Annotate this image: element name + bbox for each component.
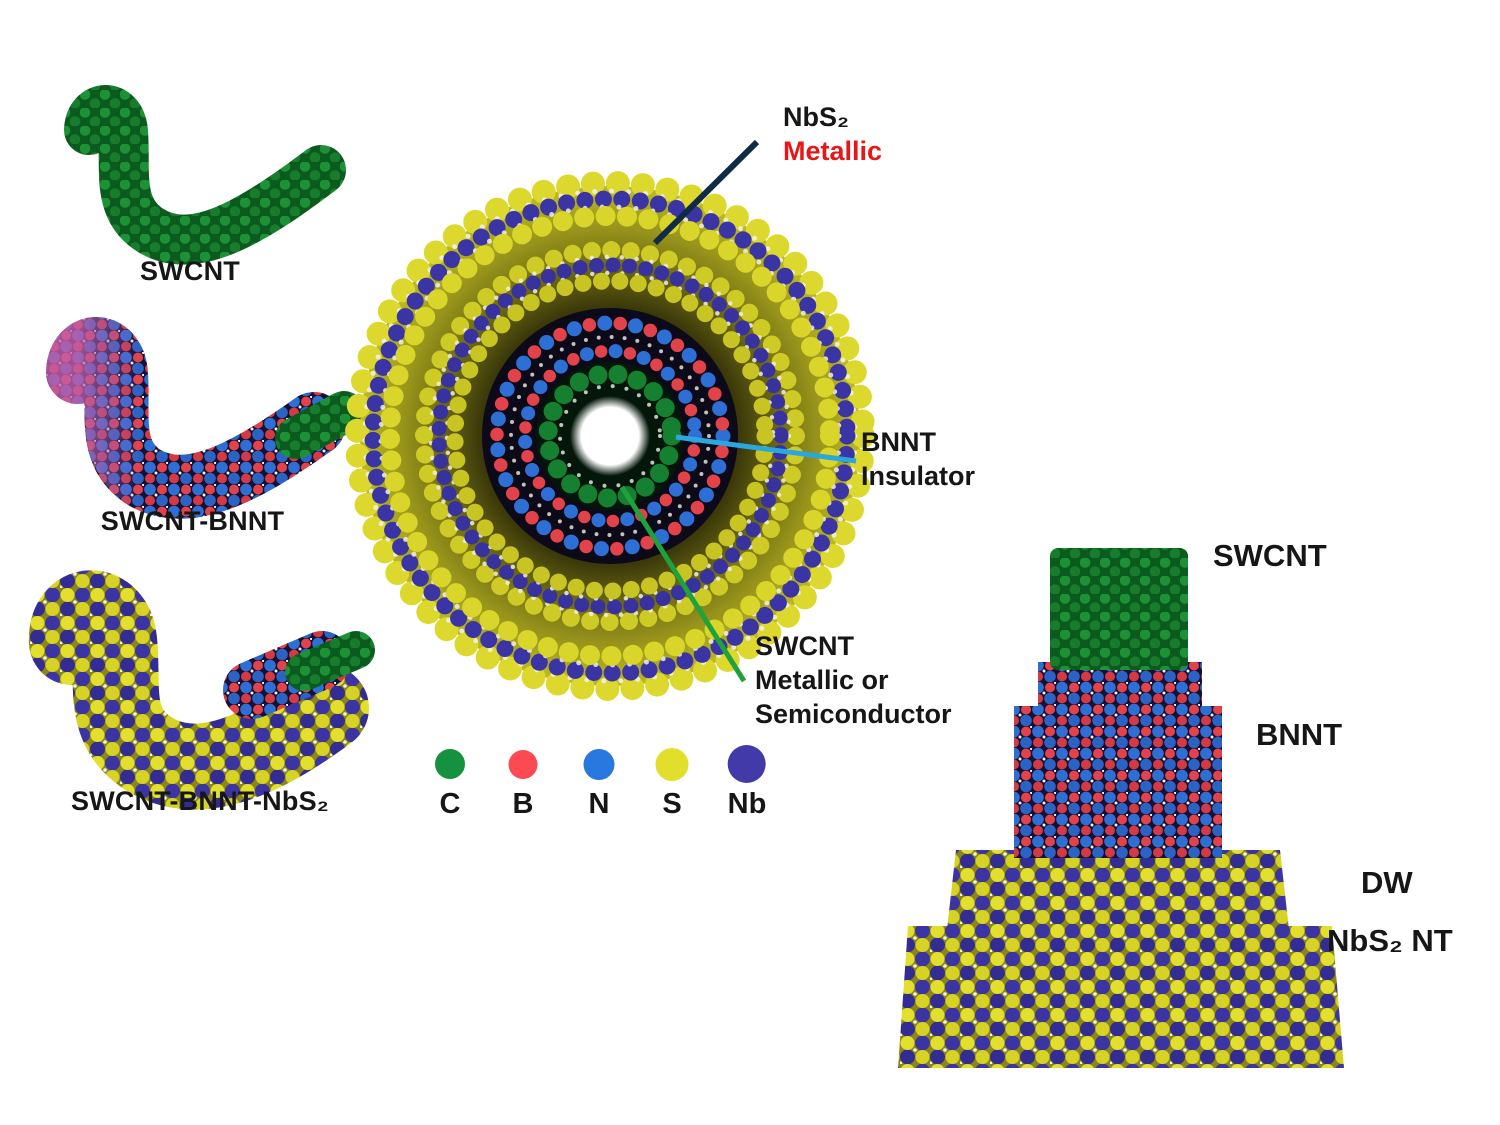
legend-item-n: N [583,744,615,821]
right-label-swcnt: SWCNT [1213,538,1327,573]
annotation-swcnt-property-1: Metallic or [755,665,889,695]
label-swcnt-bnnt-nbs2: SWCNT-BNNT-NbS₂ [71,786,329,816]
swcnt-bnnt-tube-illustration [46,317,365,519]
carbon-atom-dot [435,749,465,779]
annotation-nbs2-name: NbS₂ [783,102,849,132]
annotation-lines [619,139,857,683]
annotation-swcnt: SWCNT Metallic or Semiconductor [755,629,952,731]
label-swcnt: SWCNT [140,256,240,286]
niobium-atom-dot [727,745,766,783]
legend-dotbox-s [655,744,689,784]
annotation-swcnt-name: SWCNT [755,631,854,661]
sulfur-atom-dot [655,747,689,781]
legend-symbol-c: C [439,788,461,820]
legend-item-b: B [508,744,538,821]
nitrogen-atom-dot [583,748,615,780]
legend-symbol-n: N [588,788,610,820]
cross-section-illustration [345,171,875,701]
telescoped-structure-illustration [898,548,1344,1068]
legend-symbol-b: B [512,788,534,820]
annotation-swcnt-property-2: Semiconductor [755,699,952,729]
annotation-bnnt-name: BNNT [861,427,936,457]
atom-legend: C B N S Nb [0,744,800,834]
right-label-nbs2-nt: NbS₂ NT [1327,923,1453,958]
swcnt-leader-line [619,485,747,683]
nbs2-leader-line [652,139,760,246]
legend-item-s: S [655,744,689,821]
legend-symbol-s: S [662,788,682,820]
annotation-nbs2: NbS₂ Metallic [783,100,882,168]
swcnt-tube-illustration [64,85,346,265]
legend-dotbox-b [508,744,538,784]
right-label-dw: DW [1361,865,1413,900]
label-swcnt-bnnt: SWCNT-BNNT [100,506,285,536]
legend-symbol-nb: Nb [727,788,767,820]
legend-dotbox-n [583,744,615,784]
annotation-bnnt-property: Insulator [861,461,976,491]
annotation-bnnt: BNNT Insulator [861,425,975,493]
boron-atom-dot [508,749,538,779]
legend-item-c: C [435,744,465,821]
legend-dotbox-nb [727,744,767,784]
bnnt-leader-line [675,434,857,464]
swcnt-bnnt-nbs2-tube-illustration [29,570,375,810]
right-label-bnnt: BNNT [1256,717,1343,752]
annotation-nbs2-property: Metallic [783,136,883,166]
legend-dotbox-c [435,744,465,784]
legend-item-nb: Nb [727,744,767,821]
